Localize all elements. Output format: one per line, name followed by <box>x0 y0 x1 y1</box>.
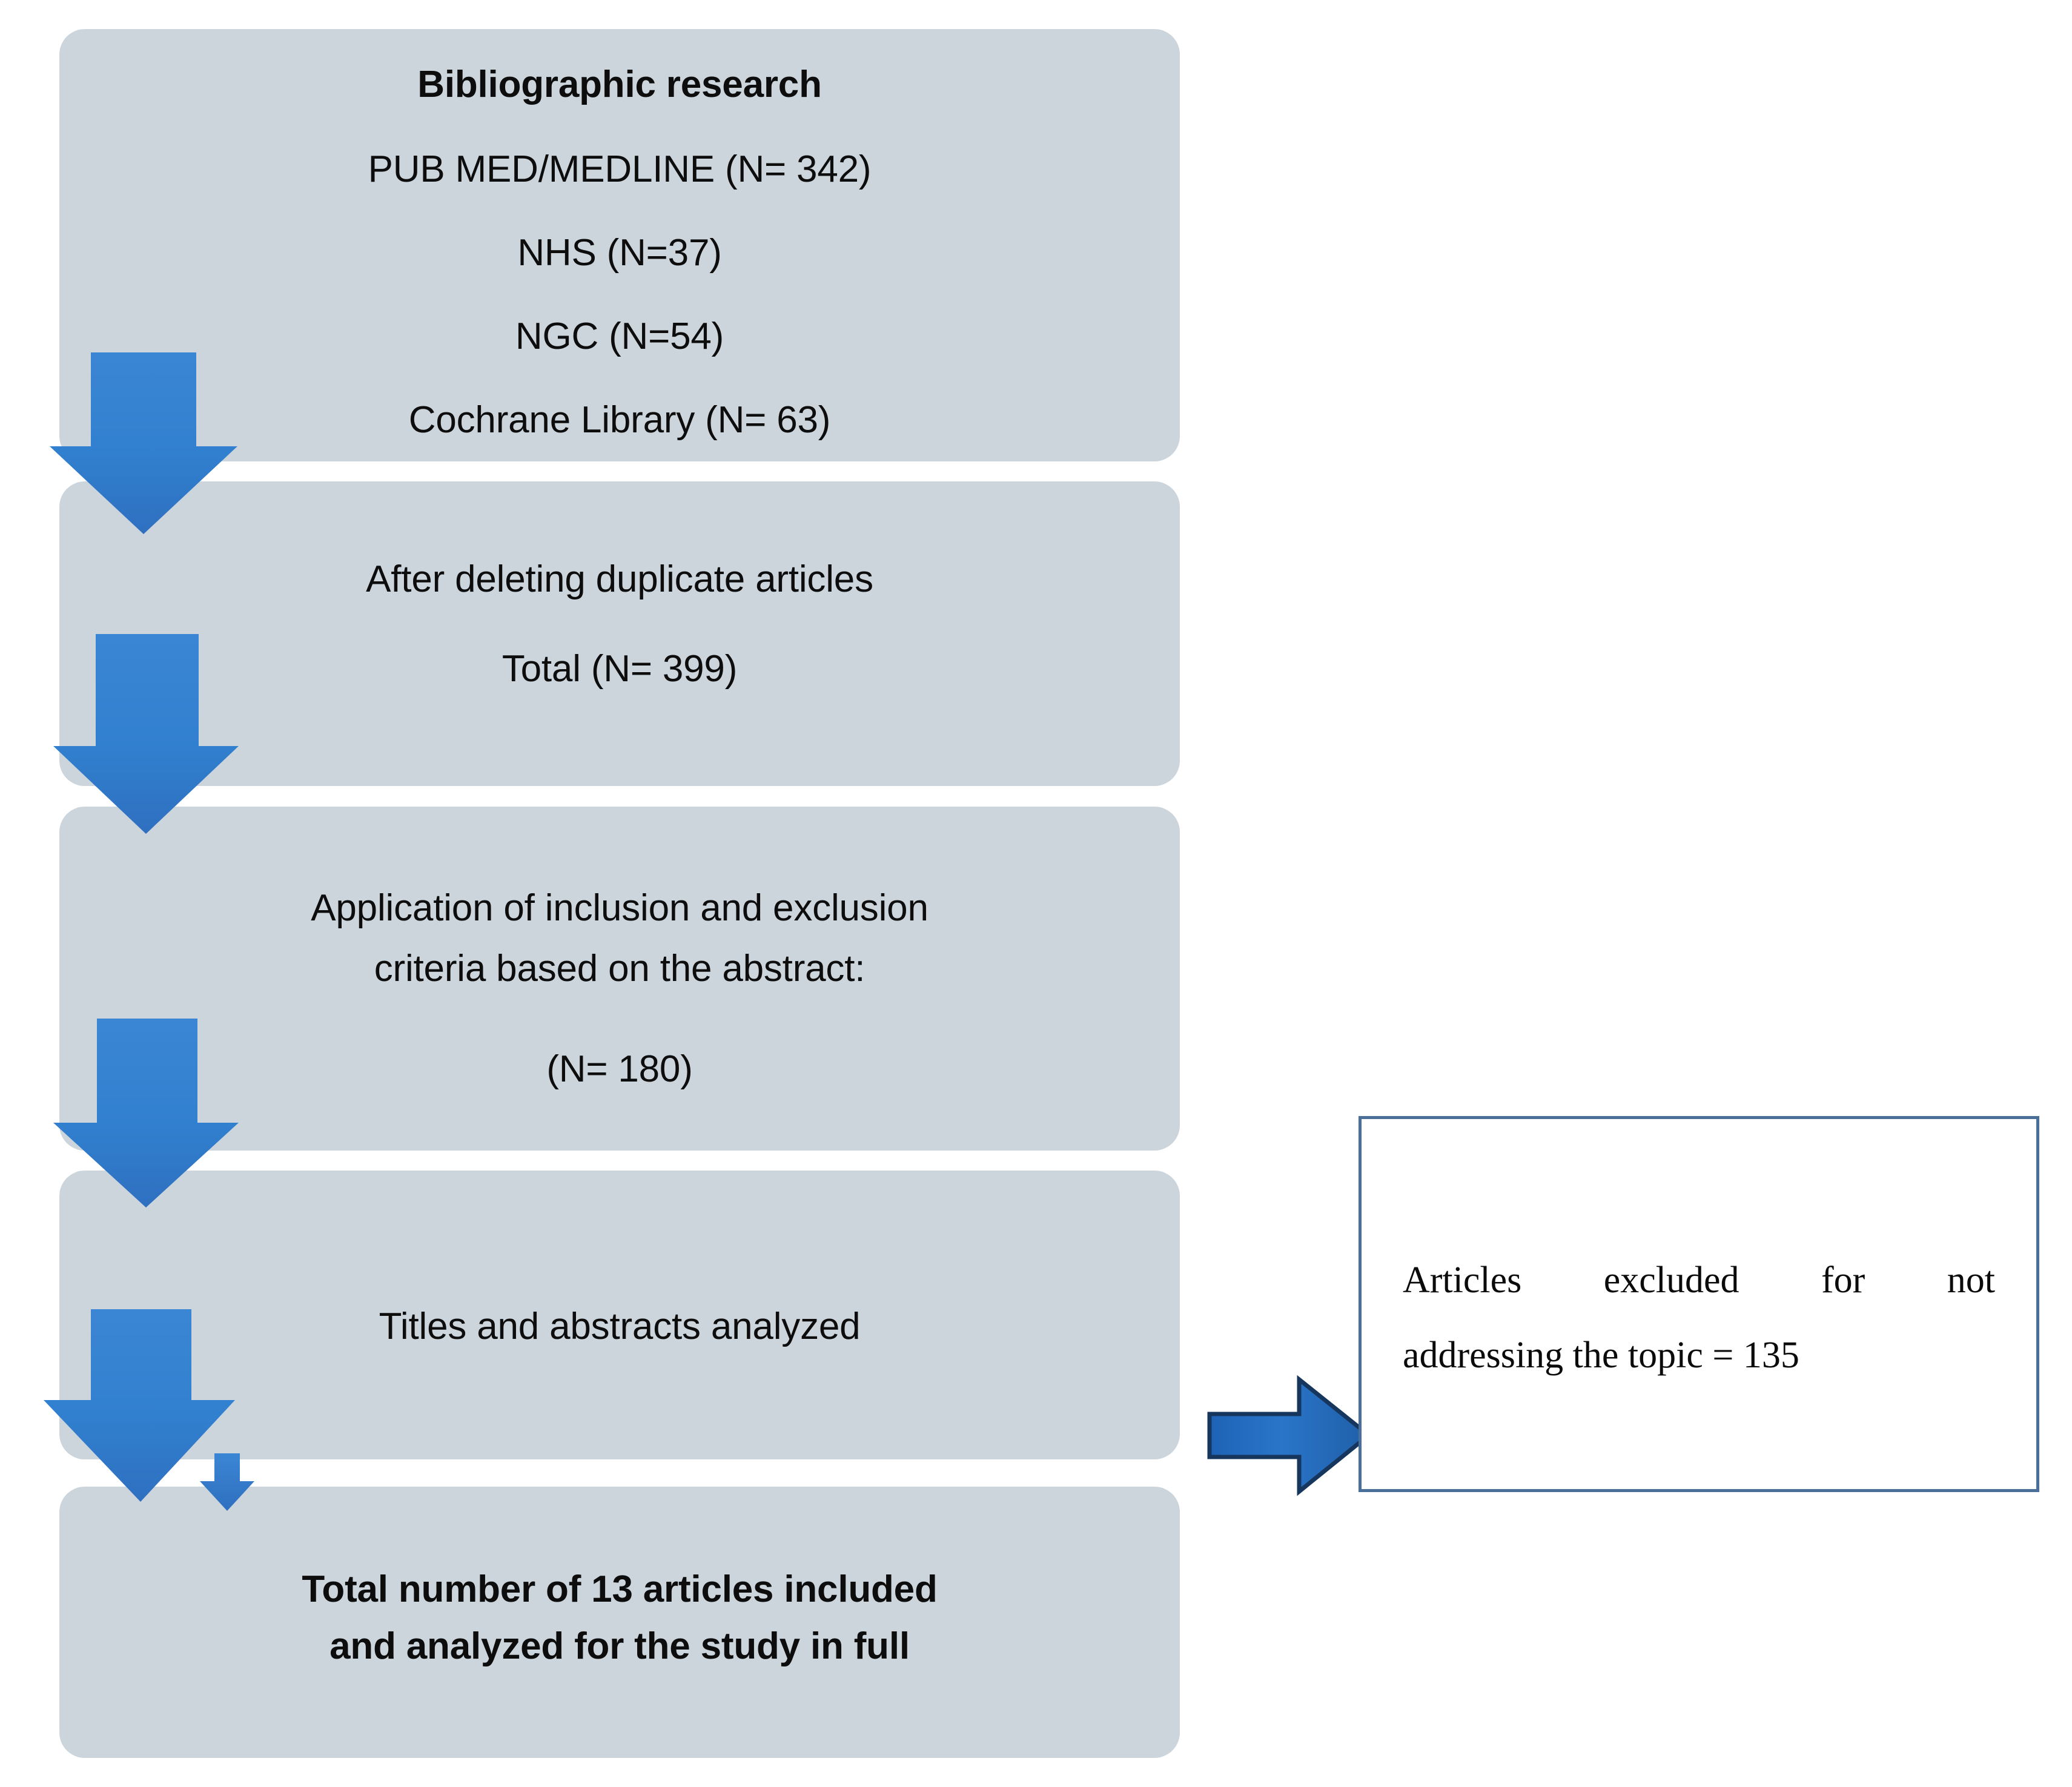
arrow-down-icon-5 <box>200 1453 254 1511</box>
arrow-down-icon-5-glyph <box>200 1453 254 1511</box>
arrow-down-icon-2-glyph <box>53 634 239 834</box>
arrow-right-icon-glyph <box>1207 1375 1372 1496</box>
box-line-pubmed: PUB MED/MEDLINE (N= 342) <box>368 148 872 190</box>
arrow-down-icon-4 <box>44 1309 235 1502</box>
arrow-down-icon-3 <box>53 1019 239 1207</box>
flow-box-bibliographic-research: Bibliographic research PUB MED/MEDLINE (… <box>59 29 1180 461</box>
box-line-total-included-1: Total number of 13 articles included <box>302 1568 938 1610</box>
box-line-criteria-2: criteria based on the abstract: <box>374 948 866 989</box>
arrow-down-icon-2 <box>53 634 239 834</box>
box-line-nhs: NHS (N=37) <box>517 232 722 274</box>
box-line-ngc: NGC (N=54) <box>515 315 724 357</box>
exclusion-text-line-2: addressing the topic = 135 <box>1403 1335 1799 1376</box>
box-line-criteria-1: Application of inclusion and exclusion <box>311 887 928 929</box>
box-line-total-399: Total (N= 399) <box>501 648 738 690</box>
exclusion-text-line-1: Articles excluded for not <box>1403 1260 1995 1301</box>
flow-box-titles-abstracts: Titles and abstracts analyzed <box>59 1171 1180 1459</box>
arrow-down-icon-4-glyph <box>44 1309 235 1502</box>
exclusion-text: Articles excluded for not addressing the… <box>1403 1243 1995 1393</box>
box-line-criteria-n: (N= 180) <box>546 1048 693 1090</box>
flow-box-inclusion-exclusion: Application of inclusion and exclusion c… <box>59 807 1180 1151</box>
arrow-down-icon-1 <box>50 352 237 534</box>
arrow-right-icon <box>1207 1375 1372 1496</box>
box-line-total-included-2: and analyzed for the study in full <box>329 1625 910 1667</box>
box-line-after-duplicates: After deleting duplicate articles <box>366 558 873 600</box>
exclusion-box: Articles excluded for not addressing the… <box>1359 1116 2039 1492</box>
arrow-down-icon-1-glyph <box>50 352 237 534</box>
box-title-bibliographic-research: Bibliographic research <box>417 64 822 105</box>
arrow-down-icon-3-glyph <box>53 1019 239 1207</box>
flow-box-total-included: Total number of 13 articles included and… <box>59 1487 1180 1758</box>
flow-box-after-duplicates: After deleting duplicate articles Total … <box>59 481 1180 786</box>
box-line-cochrane: Cochrane Library (N= 63) <box>408 399 831 441</box>
box-line-titles-abstracts: Titles and abstracts analyzed <box>379 1306 861 1347</box>
